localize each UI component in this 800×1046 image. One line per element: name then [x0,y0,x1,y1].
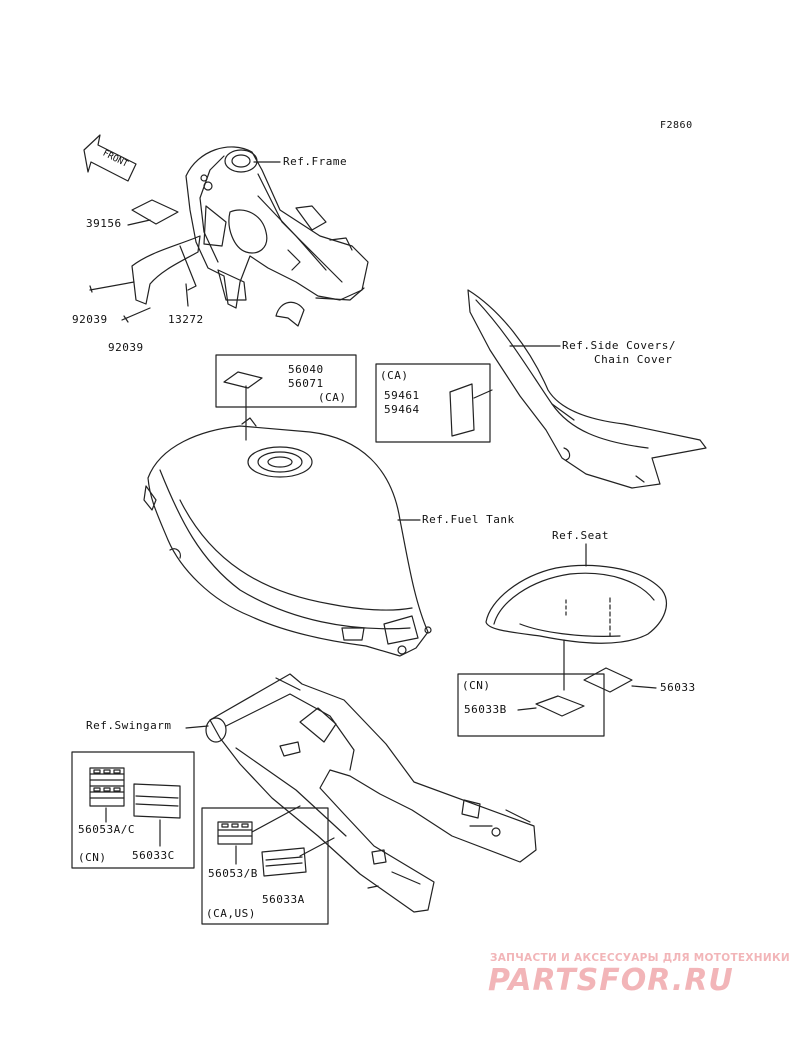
box-cn-swing [71,751,195,869]
label-56033A-shape [261,847,307,877]
cn-seat-label: (CN) [462,679,491,692]
ref-frame-label: Ref.Frame [283,155,348,168]
label-56033-shape [583,667,633,693]
part-39156: 39156 [86,217,122,230]
label-56053B-shape [217,821,253,845]
ca-us-label: (CA,US) [206,907,256,920]
fuel-tank-drawing [143,417,432,657]
screw-92039-b [121,307,151,321]
side-cover-drawing [467,289,707,489]
part-56071: 56071 [288,377,324,390]
seat-drawing [485,564,667,691]
ca-tank-label: (CA) [318,391,347,404]
part-56033: 56033 [660,681,696,694]
part-92039-a: 92039 [72,313,108,326]
part-92039-b: 92039 [108,341,144,354]
watermark-tagline: ЗАПЧАСТИ И АКСЕССУАРЫ ДЛЯ МОТОТЕХНИКИ [490,952,790,964]
figure-code: F2860 [660,120,693,131]
cn-swing-label: (CN) [78,851,107,864]
part-56033C: 56033C [132,849,175,862]
watermark-logo: PARTSFOR.RU [488,963,734,998]
part-56040: 56040 [288,363,324,376]
box-cn-seat [457,673,605,737]
part-13272: 13272 [168,313,204,326]
frame-drawing [185,146,369,327]
front-arrow-icon: FRONT [83,134,137,182]
label-56033C-shape [133,783,181,819]
part-56033B: 56033B [464,703,507,716]
ref-fuel-tank-label: Ref.Fuel Tank [422,513,515,526]
label-56053AC-shape [89,767,125,807]
box-56040 [215,354,357,408]
ref-chain-cover-label: Chain Cover [594,353,673,366]
box-ca-us [201,807,329,925]
box-ca-side [375,363,491,443]
part-56053B: 56053/B [208,867,258,880]
part-59461: 59461 [384,389,420,402]
part-56053AC: 56053A/C [78,823,135,836]
screw-92039-a [89,281,135,291]
ref-seat-label: Ref.Seat [552,529,609,542]
ref-swingarm-label: Ref.Swingarm [86,719,172,732]
part-56033A: 56033A [262,893,305,906]
part-59464: 59464 [384,403,420,416]
ca-side-label: (CA) [380,369,409,382]
bracket-13272 [131,235,201,307]
ref-side-covers-label: Ref.Side Covers/ [562,339,676,352]
label-39156-shape [131,199,179,225]
